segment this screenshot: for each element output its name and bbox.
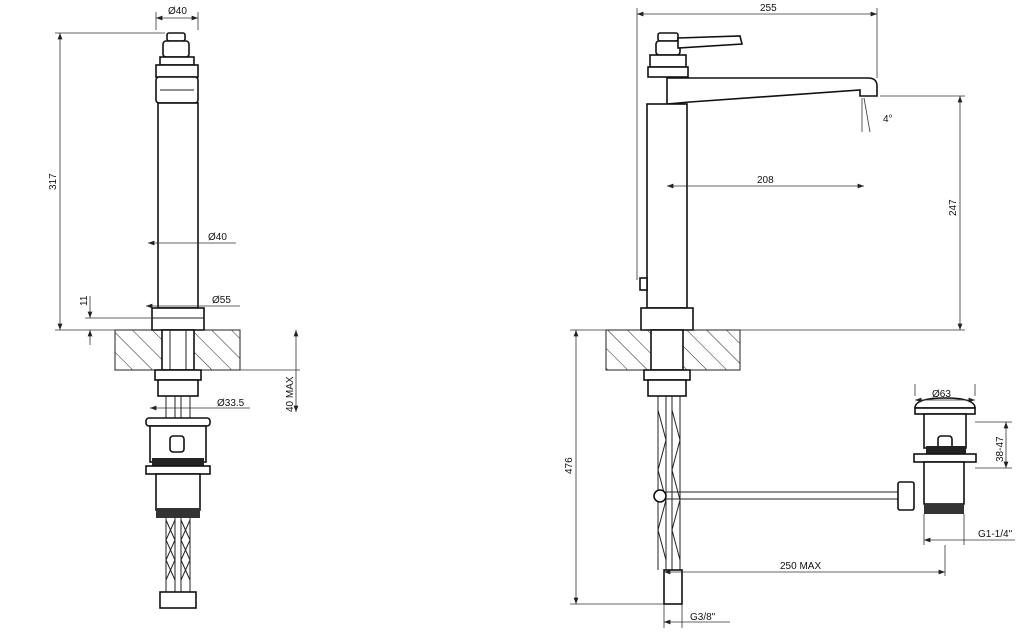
dim-body-diameter: Ø40	[208, 232, 227, 243]
dim-total-reach: 255	[760, 3, 777, 14]
dim-drain-thread: G1-1/4"	[978, 529, 1013, 540]
dim-drain-range: 38-47	[995, 436, 1006, 462]
dim-shank-diameter: Ø33.5	[217, 398, 245, 409]
dim-height: 317	[48, 173, 59, 190]
faucet-body	[646, 103, 688, 309]
dim-spout-reach: 208	[757, 175, 774, 186]
dim-spout-angle: 4°	[883, 114, 893, 125]
dim-base-height: 11	[79, 295, 90, 306]
pop-up-waste	[913, 397, 977, 514]
dim-counter-thickness: 40 MAX	[285, 376, 296, 412]
dim-spout-height: 247	[948, 199, 959, 216]
dim-rod-length: 250 MAX	[780, 561, 821, 572]
side-view: 255 4° 208 247 476 Ø63 38-47 G1-1/4" 250…	[564, 3, 1015, 628]
spout	[666, 77, 878, 105]
dim-drain-diameter: Ø63	[932, 389, 951, 400]
front-view: Ø40 317 Ø40 11 Ø55 40 MAX Ø33.5	[48, 6, 300, 609]
faucet-handle	[155, 32, 199, 104]
faucet-base	[640, 307, 694, 331]
pop-up-rod	[653, 481, 915, 511]
faucet-body	[157, 102, 199, 309]
dim-top-diameter: Ø40	[168, 6, 187, 17]
dim-base-diameter: Ø55	[212, 295, 231, 306]
faucet-lever	[647, 32, 744, 78]
dim-total-length: 476	[564, 457, 575, 474]
mounting-nut	[154, 369, 202, 381]
dim-hose-thread: G3/8"	[690, 612, 716, 623]
faucet-base	[151, 307, 205, 331]
side-dimensions: 255 4° 208 247 476 Ø63 38-47 G1-1/4" 250…	[564, 3, 1015, 628]
supply-hoses	[657, 396, 683, 605]
front-dimensions: Ø40 317 Ø40 11 Ø55 40 MAX Ø33.5	[48, 6, 300, 412]
pop-up-waste	[145, 417, 211, 518]
